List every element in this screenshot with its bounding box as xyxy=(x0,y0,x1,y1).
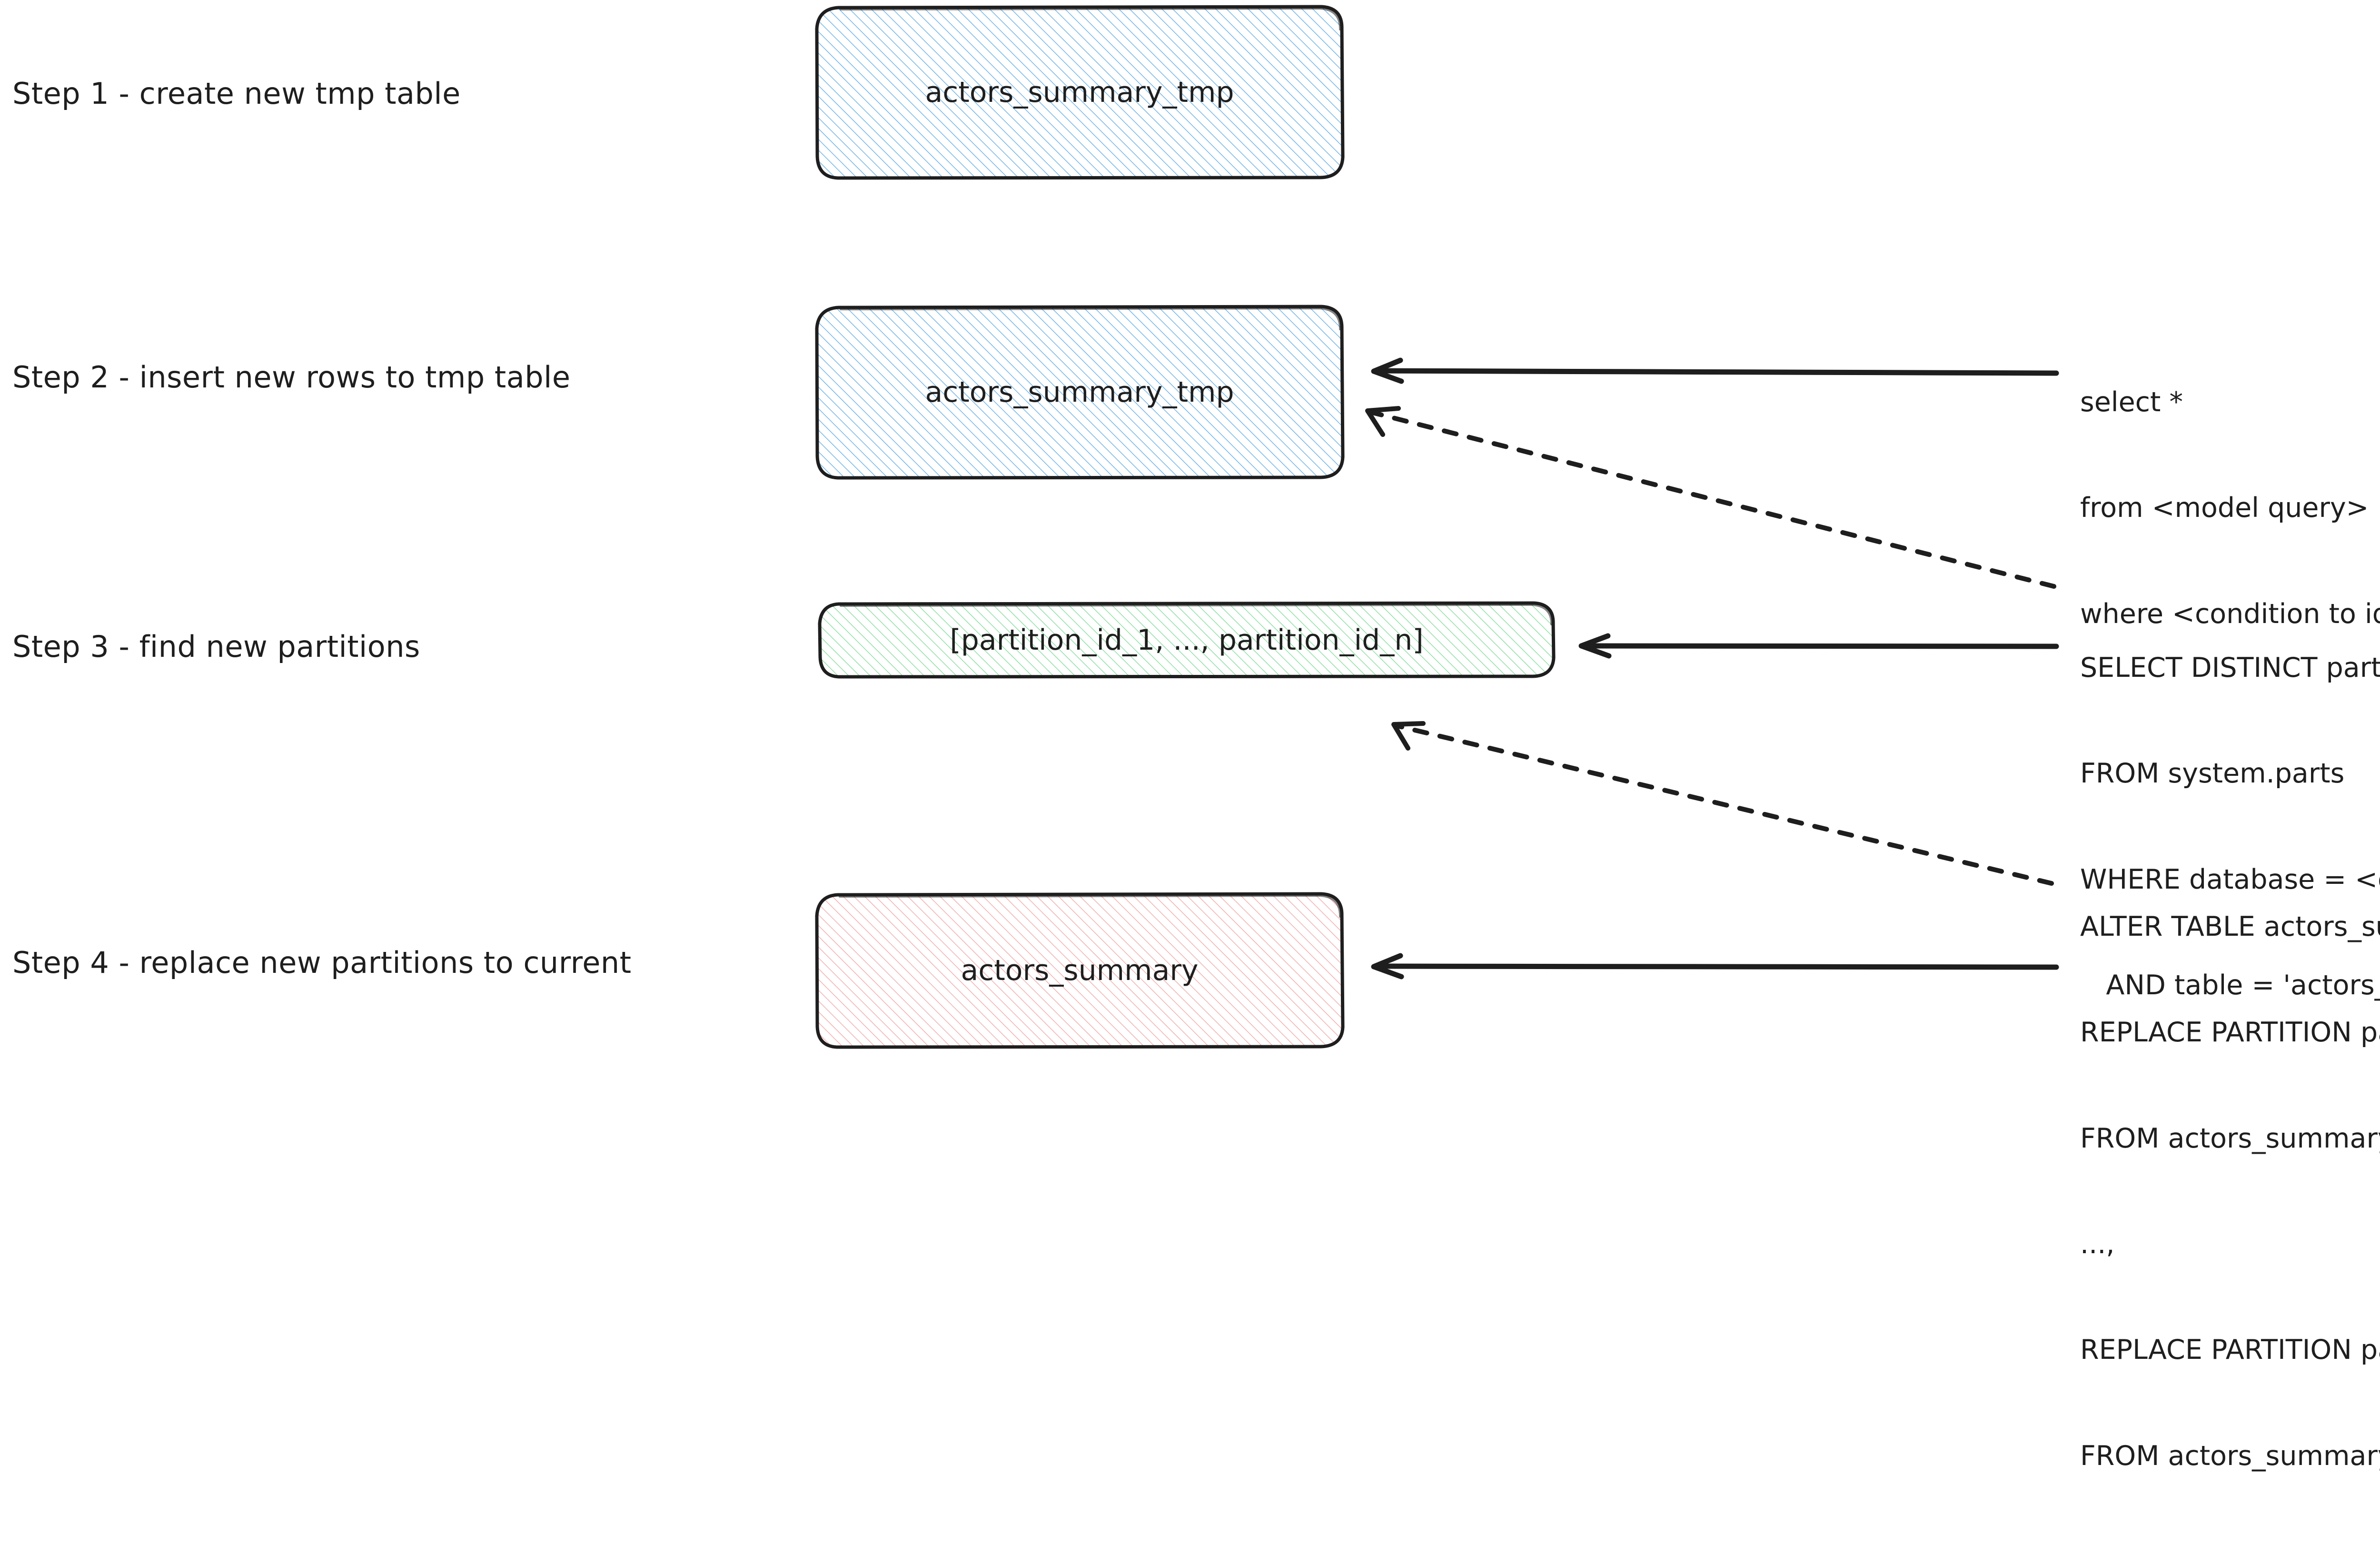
diagram-canvas: Step 1 - create new tmp table Step 2 - i… xyxy=(12,5,2380,1472)
code-step4-line-5: REPLACE PARTITION partition_id_n xyxy=(2080,1334,2380,1366)
node-partitions[interactable]: [partition_id_1, ..., partition_id_n] xyxy=(820,603,1554,677)
node-actors-summary-label: actors_summary xyxy=(961,954,1199,987)
arrow-code4-to-partitions xyxy=(1391,721,2054,886)
step-label-3: Step 3 - find new partitions xyxy=(12,629,420,664)
arrow-code3-to-partitions xyxy=(1578,633,2059,659)
node-tmp-1-label: actors_summary_tmp xyxy=(925,76,1234,109)
code-step4-line-1: ALTER TABLE actors_summary xyxy=(2080,911,2380,943)
step-label-1: Step 1 - create new tmp table xyxy=(12,76,461,111)
code-step4-line-3: FROM actors_summary_tmp, xyxy=(2080,1122,2380,1154)
code-step3-line-2: FROM system.parts xyxy=(2080,758,2345,790)
step-label-4: Step 4 - replace new partitions to curre… xyxy=(12,945,632,980)
arrow-code3-to-tmp2 xyxy=(1365,406,2056,589)
code-step2-line-3: where <condition to identify new> xyxy=(2080,598,2380,630)
code-step4-line-4: ..., xyxy=(2080,1228,2115,1260)
code-step3: SELECT DISTINCT partition_id FROM system… xyxy=(2080,580,2380,1073)
node-tmp-2-label: actors_summary_tmp xyxy=(925,376,1234,409)
code-step2-line-2: from <model query> xyxy=(2080,492,2369,524)
node-partitions-label: [partition_id_1, ..., partition_id_n] xyxy=(950,623,1424,657)
code-step3-line-3: WHERE database = <database> xyxy=(2080,863,2380,895)
arrow-code2-to-tmp2 xyxy=(1371,357,2059,384)
node-tmp-2[interactable]: actors_summary_tmp xyxy=(817,307,1342,478)
code-step3-line-4: AND table = 'actors_summary_tmp' xyxy=(2106,970,2380,1001)
code-step4-line-6: FROM actors_summary_tmp, xyxy=(2080,1440,2380,1472)
arrow-code4-to-actors-summary xyxy=(1371,953,2059,980)
code-step4-line-2: REPLACE PARTITION partition_id_1 xyxy=(2080,1017,2380,1049)
step-label-2: Step 2 - insert new rows to tmp table xyxy=(12,360,571,395)
code-step3-line-1: SELECT DISTINCT partition_id xyxy=(2080,652,2380,684)
node-tmp-1[interactable]: actors_summary_tmp xyxy=(817,7,1342,178)
node-actors-summary[interactable]: actors_summary xyxy=(817,894,1342,1047)
code-step2-line-1: select * xyxy=(2080,386,2183,418)
code-step4: ALTER TABLE actors_summary REPLACE PARTI… xyxy=(2080,839,2380,1544)
code-step2: select * from <model query> where <condi… xyxy=(2080,314,2380,702)
